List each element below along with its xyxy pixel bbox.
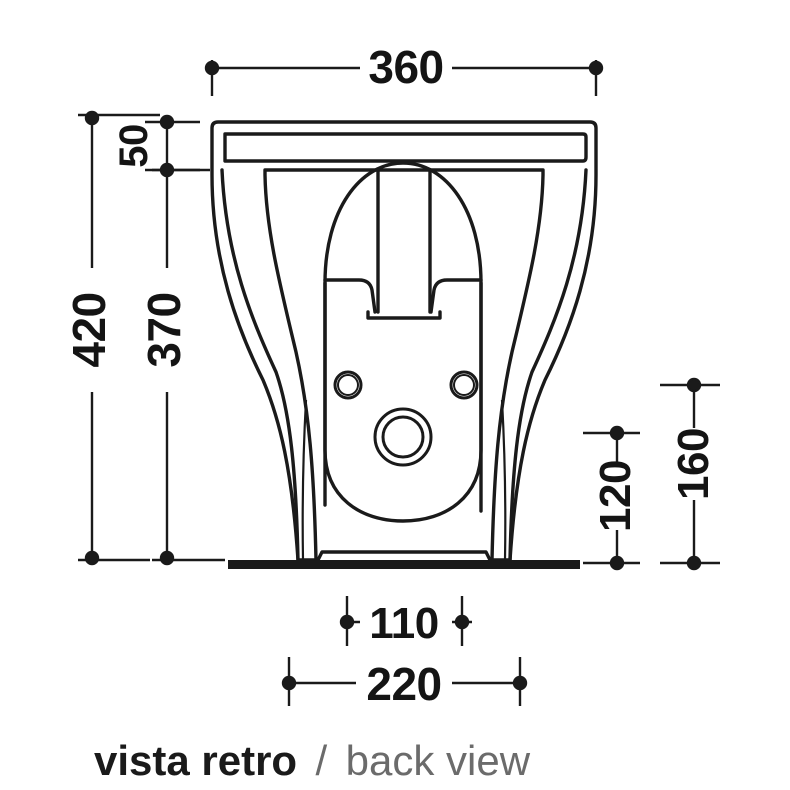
central-bowl-outline <box>323 161 483 513</box>
caption-text: vista retro / back view <box>94 737 531 784</box>
right-wing-inner-curve <box>508 168 588 562</box>
dim-50-dot-top <box>159 114 175 130</box>
fixing-hole-left-inner <box>337 374 359 396</box>
dim-label-220: 220 <box>366 658 441 710</box>
left-wing-inner-curve <box>220 168 300 562</box>
product-outline-group <box>210 120 598 562</box>
holes-group <box>333 370 479 467</box>
fixing-hole-left-outer <box>333 370 363 400</box>
dim-110-dot-right <box>454 614 470 630</box>
caption-separator: / <box>316 737 328 784</box>
dim-label-50: 50 <box>112 124 156 168</box>
caption-group: vista retro / back view <box>94 737 531 784</box>
dimension-lines-group <box>78 60 720 706</box>
outlet-ring-inner <box>381 415 425 459</box>
caption-italian: vista retro <box>94 737 297 784</box>
dim-label-110: 110 <box>369 599 438 648</box>
left-leg-inner-line <box>301 399 308 561</box>
dim-220-dot-right <box>512 675 528 691</box>
base-plinth <box>316 550 492 562</box>
bowl-shelf-line <box>323 278 377 314</box>
fixing-hole-right-outer <box>449 370 479 400</box>
dim-label-120: 120 <box>591 460 640 532</box>
dim-label-420: 420 <box>63 292 115 367</box>
dim-420-dot-top <box>84 110 100 126</box>
dim-220-dot-left <box>281 675 297 691</box>
dimension-labels-group: 360 50 420 370 120 160 110 220 <box>63 41 718 710</box>
dim-370-dot-bottom <box>159 550 175 566</box>
dim-360-dot-left <box>204 60 220 76</box>
dim-420-dot-bottom <box>84 550 100 566</box>
right-leg-inner-line <box>500 399 507 561</box>
leg-inner-lines-group <box>301 399 507 561</box>
bowl-shelf-line-right <box>429 278 483 314</box>
rim-inner-band <box>223 132 588 163</box>
dim-160-dot-top <box>686 377 702 393</box>
dim-120-dot-top <box>609 425 625 441</box>
dim-160-dot-bottom <box>686 555 702 571</box>
outlet-ring-outer <box>373 407 433 467</box>
caption-english: back view <box>346 737 531 784</box>
dim-110-dot-left <box>339 614 355 630</box>
bowl-lower-pan <box>323 281 483 523</box>
body-outer-silhouette <box>210 120 598 562</box>
floor-line <box>228 560 580 569</box>
fixing-hole-right-inner <box>453 374 475 396</box>
column-foot-step <box>366 310 442 320</box>
dim-label-360: 360 <box>368 41 443 93</box>
dim-label-370: 370 <box>138 292 190 367</box>
dim-360-dot-right <box>588 60 604 76</box>
dim-120-dot-bottom <box>609 555 625 571</box>
dim-label-160: 160 <box>669 428 718 500</box>
